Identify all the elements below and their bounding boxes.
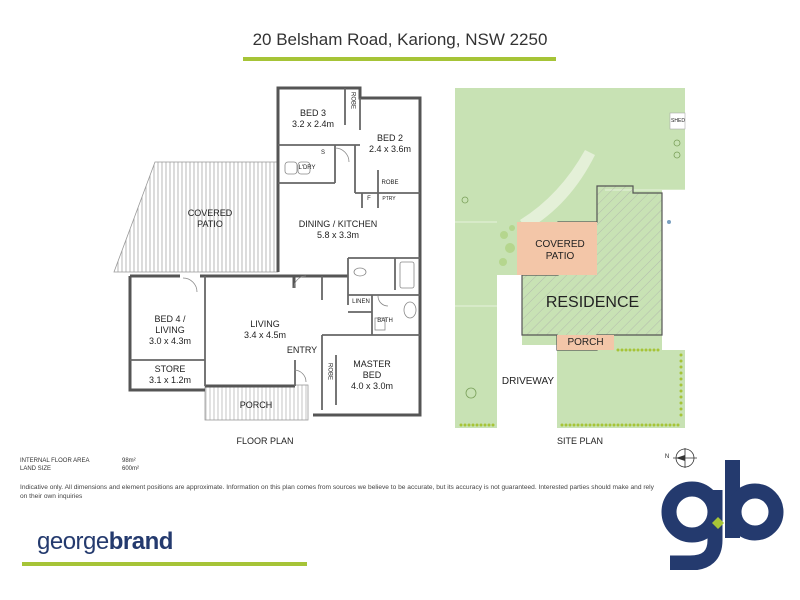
- brand-underline: [22, 562, 307, 566]
- room-label-living: LIVING 3.4 x 4.5m: [225, 319, 305, 341]
- site-label-porch: PORCH: [567, 337, 604, 348]
- site-label-covered-patio: COVERED PATIO: [520, 239, 600, 263]
- room-name: PATIO: [197, 219, 223, 229]
- label-bath: BATH: [377, 318, 393, 324]
- room-name: COVERED: [187, 208, 233, 218]
- label-laundry: L'DRY: [298, 165, 316, 171]
- property-stats: INTERNAL FLOOR AREA 98m² LAND SIZE 600m²: [20, 458, 139, 474]
- floor-plan-caption: FLOOR PLAN: [236, 436, 294, 446]
- label-s: S: [320, 150, 325, 156]
- driveway-surface: [497, 345, 557, 428]
- gb-monogram-logo: [661, 460, 784, 570]
- room-label-master: MASTER BED 4.0 x 3.0m: [342, 359, 402, 392]
- label-linen: LINEN: [352, 299, 370, 305]
- site-covered-patio: [517, 222, 597, 275]
- brand-name-bold: brand: [108, 528, 174, 555]
- title-underline: [243, 57, 556, 61]
- room-name: LIVING: [155, 325, 185, 335]
- label-pantry: PTRY: [382, 196, 396, 202]
- room-label-bed4: BED 4 / LIVING 3.0 x 4.3m: [135, 314, 205, 347]
- room-size: 5.8 x 3.3m: [316, 230, 360, 240]
- room-name: BED 3: [299, 108, 326, 118]
- stat-value: 98m²: [122, 458, 136, 464]
- room-size: 3.2 x 2.4m: [291, 119, 335, 129]
- room-name: STORE: [154, 364, 186, 374]
- stat-label: LAND SIZE: [20, 466, 52, 472]
- site-label-residence: RESIDENCE: [545, 294, 640, 311]
- label-fridge: F: [367, 196, 371, 202]
- room-label-covered-patio: COVERED PATIO: [170, 208, 250, 230]
- room-size: 4.0 x 3.0m: [350, 381, 394, 391]
- room-name: BED: [362, 370, 382, 380]
- site-label-shed: SHED: [671, 118, 685, 124]
- room-label-bed2: BED 2 2.4 x 3.6m: [360, 133, 420, 155]
- room-label-porch: PORCH: [239, 400, 273, 410]
- room-label-dining-kitchen: DINING / KITCHEN 5.8 x 3.3m: [290, 219, 386, 241]
- room-size: 3.4 x 4.5m: [243, 330, 287, 340]
- site-label-line: COVERED: [535, 239, 585, 250]
- north-compass-icon: [673, 448, 697, 468]
- site-plan-caption: SITE PLAN: [556, 436, 603, 446]
- disclaimer: Indicative only. All dimensions and elem…: [20, 484, 654, 500]
- room-size: 3.0 x 4.3m: [148, 336, 192, 346]
- room-name: DINING / KITCHEN: [298, 219, 378, 229]
- room-size: 2.4 x 3.6m: [368, 144, 412, 154]
- room-label-bed3: BED 3 3.2 x 2.4m: [283, 108, 343, 130]
- stat-label: INTERNAL FLOOR AREA: [20, 458, 90, 464]
- room-label-store: STORE 3.1 x 1.2m: [135, 364, 205, 386]
- brand-name-light: george: [37, 528, 109, 555]
- room-name: BED 4 /: [154, 314, 186, 324]
- side-strip: [662, 190, 685, 350]
- stat-land-size: LAND SIZE 600m²: [20, 466, 139, 474]
- room-size: 3.1 x 1.2m: [148, 375, 192, 385]
- site-label-line: PATIO: [545, 251, 575, 262]
- front-path: [497, 275, 522, 350]
- brand-wordmark: georgebrand: [37, 528, 173, 556]
- site-path: [520, 150, 595, 230]
- site-porch: [557, 335, 614, 350]
- compass-north-label: N: [664, 454, 670, 460]
- room-name: LIVING: [250, 319, 280, 329]
- porch-deck: [204, 384, 309, 421]
- label-robe-bed2: ROBE: [381, 180, 399, 186]
- room-name: MASTER: [353, 359, 391, 369]
- page-title: 20 Belsham Road, Kariong, NSW 2250: [252, 30, 548, 49]
- shed: [669, 112, 686, 130]
- site-label-driveway: DRIVEWAY: [501, 376, 555, 387]
- room-name: BED 2: [376, 133, 403, 143]
- stat-value: 600m²: [122, 466, 140, 472]
- stat-internal-area: INTERNAL FLOOR AREA 98m²: [20, 458, 139, 466]
- room-label-entry: ENTRY: [286, 345, 318, 355]
